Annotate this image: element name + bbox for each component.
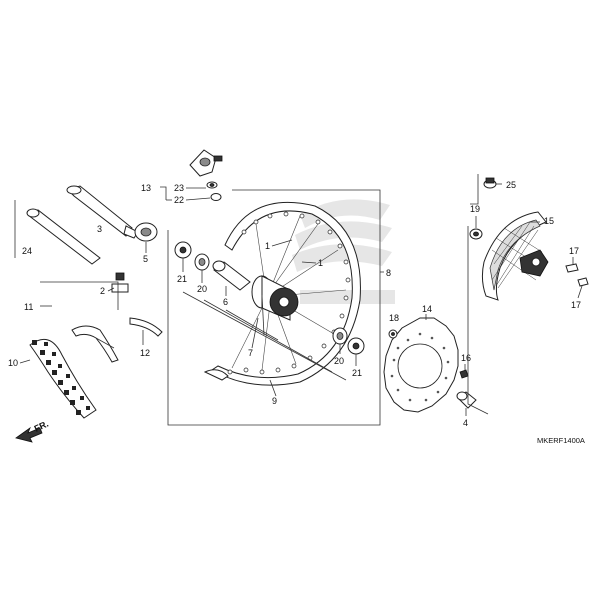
callout-25: 25	[506, 180, 516, 190]
brake-disk	[383, 317, 459, 413]
collar-19	[469, 228, 483, 240]
bolt-16	[459, 369, 469, 379]
callout-14: 14	[422, 304, 432, 314]
callout-8: 8	[386, 268, 391, 278]
callout-19: 19	[470, 204, 480, 214]
bolt-17-top	[565, 263, 579, 273]
bearing-21-left	[174, 241, 192, 259]
callout-17-bottom: 17	[571, 300, 581, 310]
axle-pipe	[26, 208, 101, 265]
rim	[203, 202, 361, 386]
bolt-17-bottom	[577, 277, 589, 287]
callout-10: 10	[8, 358, 18, 368]
callout-1-right: 1	[318, 258, 323, 268]
callout-11: 11	[24, 302, 33, 312]
spoke-holes	[227, 211, 351, 375]
callout-12: 12	[140, 348, 150, 358]
diagram-code: MKERF1400A	[537, 436, 585, 445]
valve-2	[111, 272, 129, 293]
dust-seal-20-right	[332, 327, 348, 345]
dust-seal-20-left	[194, 253, 210, 271]
washer-23	[206, 181, 218, 189]
collar-4	[456, 391, 477, 409]
bracket-11	[40, 281, 119, 310]
callout-21-left: 21	[177, 274, 187, 284]
screw-25	[483, 177, 497, 189]
tire	[29, 338, 97, 419]
distance-collar-6	[212, 260, 251, 291]
rim-band	[129, 317, 163, 337]
callout-6: 6	[223, 297, 228, 307]
callout-3: 3	[97, 224, 102, 234]
callout-7: 7	[248, 348, 253, 358]
callout-23: 23	[174, 183, 184, 193]
callout-13: 13	[141, 183, 151, 193]
bearing-21-right	[347, 337, 365, 355]
callout-20-right: 20	[334, 356, 344, 366]
callout-1-top: 1	[265, 241, 270, 251]
direction-label: FR.	[33, 419, 50, 434]
tube	[71, 325, 119, 363]
nut-22	[210, 193, 222, 201]
bolt-18	[388, 329, 398, 339]
callout-4: 4	[463, 418, 468, 428]
axle	[66, 185, 139, 239]
disk-cover	[481, 211, 549, 301]
wheel-assembly-box	[167, 189, 381, 426]
callout-20-left: 20	[197, 284, 207, 294]
tire-knobs	[32, 340, 90, 415]
front-direction-arrow	[15, 426, 43, 443]
hub	[251, 275, 299, 321]
callout-21-right: 21	[352, 368, 362, 378]
callout-18: 18	[389, 313, 399, 323]
callout-24: 24	[22, 246, 32, 256]
callout-9: 9	[272, 396, 277, 406]
collar-5	[134, 222, 158, 242]
disk-holes	[390, 332, 450, 402]
callout-2: 2	[100, 286, 105, 296]
callout-15: 15	[544, 216, 554, 226]
callout-17-top: 17	[569, 246, 579, 256]
cover-mesh	[491, 221, 543, 289]
brand-watermark	[292, 199, 395, 304]
callout-5: 5	[143, 254, 148, 264]
callout-22: 22	[174, 195, 184, 205]
sensor-bracket	[189, 149, 223, 177]
callout-16: 16	[461, 353, 471, 363]
